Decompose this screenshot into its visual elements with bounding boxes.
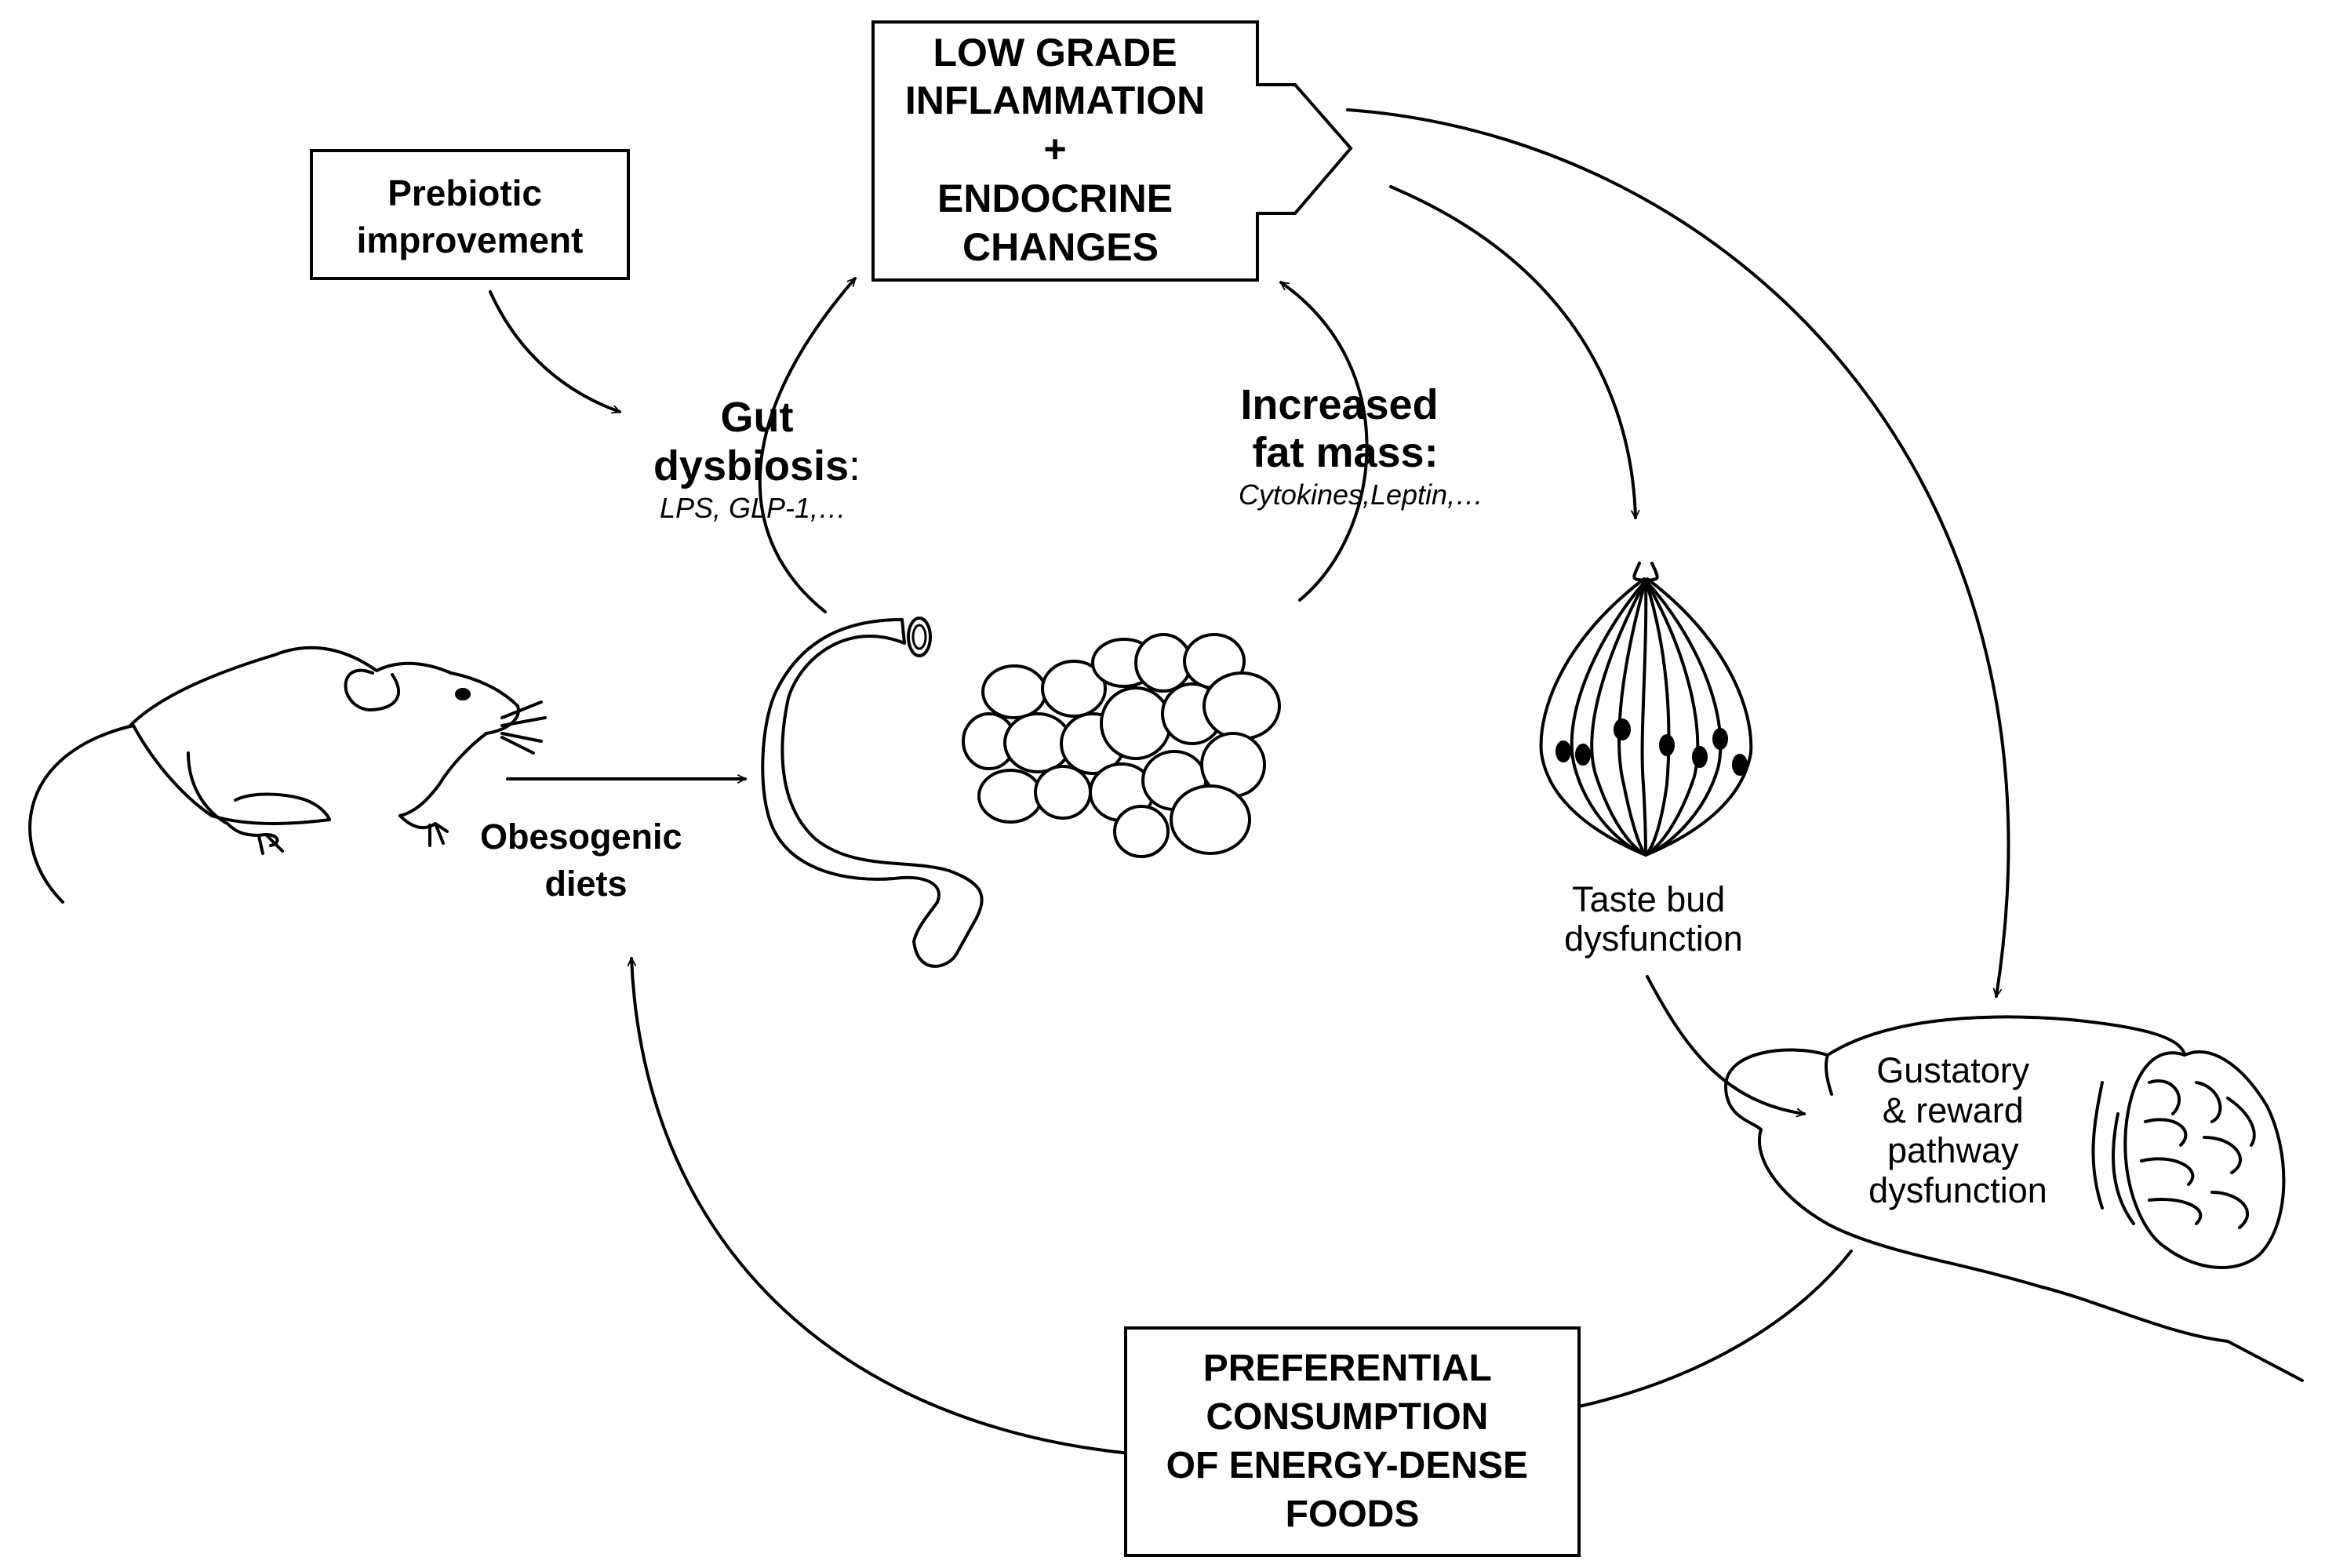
fat-title-line-2: fat mass: [1252, 429, 1438, 476]
prebiotic-line-2: improvement [357, 220, 584, 260]
obesogenic-line-1: Obesogenic [480, 817, 682, 857]
svg-text:Prebiotic improvement: Prebiotic improvement [357, 173, 584, 260]
gustatory-reward-label: Gustatory & reward pathway dysfunction [1868, 1050, 2047, 1210]
svg-text:Taste bud dysfunction: Taste bud dysfunction [1564, 879, 1743, 959]
intestine-icon [761, 617, 984, 968]
prebiotic-line-1: Prebiotic [388, 173, 542, 213]
arrow-preferential-to-obesogenic [627, 957, 1125, 1454]
svg-text:Gustatory & reward: Gustatory & reward pathway dysfunction [1868, 1050, 2047, 1210]
gut-title-colon: : [849, 442, 861, 489]
svg-text:dysbiosis:: dysbiosis: [653, 442, 861, 489]
taste-line-2: dysfunction [1564, 919, 1743, 959]
preferential-consumption-box: PREFERENTIAL CONSUMPTION OF ENERGY-DENSE… [1124, 1326, 1581, 1557]
connector-arrows [489, 108, 2010, 1454]
gut-detail: LPS, GLP-1,… [660, 492, 846, 524]
low-grade-inflammation-box: LOW GRADE INFLAMMATION + ENDOCRINE CHANG… [871, 20, 1353, 282]
gustatory-line-1: Gustatory [1876, 1050, 2030, 1090]
taste-bud-dysfunction-label: Taste bud dysfunction [1564, 879, 1743, 959]
svg-text:Increased fat mass:: Increased fat mass: [1240, 381, 1450, 476]
arrow-inflammation-to-tastebud [1389, 185, 1640, 519]
mouse-icon [28, 646, 547, 904]
arrow-gut-to-inflammation [758, 277, 857, 613]
svg-text:Gut: Gut [721, 394, 794, 441]
obesogenic-line-2: diets [544, 864, 627, 904]
svg-text:LOW GRADE INFLAMMATION: LOW GRADE INFLAMMATION + ENDOCRINE CHANG… [905, 31, 1216, 269]
taste-bud-icon [1539, 562, 1753, 857]
arrow-prebiotic-to-gut [489, 290, 621, 414]
fat-mass-label: Increased fat mass: Cytokines,Leptin,… [1239, 381, 1483, 511]
gustatory-line-2: & reward [1883, 1090, 2024, 1130]
low-grade-line-1: LOW GRADE [933, 31, 1177, 75]
svg-text:Obesogenic diets: Obesogenic diets [480, 817, 692, 904]
preferential-line-1: PREFERENTIAL [1203, 1348, 1491, 1389]
preferential-line-4: FOODS [1286, 1493, 1420, 1535]
taste-line-1: Taste bud [1572, 879, 1725, 919]
gustatory-line-3: pathway [1887, 1130, 2019, 1170]
preferential-line-2: CONSUMPTION [1206, 1396, 1488, 1438]
arrow-fat-to-inflammation [1279, 281, 1369, 602]
gut-dysbiosis-label: Gut dysbiosis: LPS, GLP-1,… [653, 394, 861, 524]
fat-title-line-1: Increased [1240, 381, 1438, 428]
gustatory-line-4: dysfunction [1868, 1170, 2047, 1210]
gut-title-line-2: dysbiosis [653, 442, 849, 489]
arrow-tastebud-to-brain [1646, 975, 1806, 1118]
arrow-brain-to-preferential [1577, 1250, 1853, 1408]
preferential-line-3: OF ENERGY-DENSE [1166, 1445, 1528, 1486]
prebiotic-improvement-box: Prebiotic improvement [310, 149, 630, 280]
low-grade-line-4: ENDOCRINE [937, 176, 1173, 220]
fat-cells-icon [962, 633, 1281, 858]
low-grade-line-5: CHANGES [962, 225, 1159, 269]
gut-title-line-1: Gut [721, 394, 794, 441]
obesogenic-diets-label: Obesogenic diets [480, 817, 692, 904]
arrow-inflammation-to-brain [1346, 108, 2010, 998]
svg-text:PREFERENTIAL CONSUMPTION: PREFERENTIAL CONSUMPTION OF ENERGY-DENSE… [1166, 1348, 1539, 1535]
brain-icon [1724, 1015, 2304, 1382]
low-grade-line-3: + [1043, 127, 1066, 171]
fat-detail: Cytokines,Leptin,… [1239, 478, 1483, 511]
low-grade-line-2: INFLAMMATION [905, 78, 1205, 122]
